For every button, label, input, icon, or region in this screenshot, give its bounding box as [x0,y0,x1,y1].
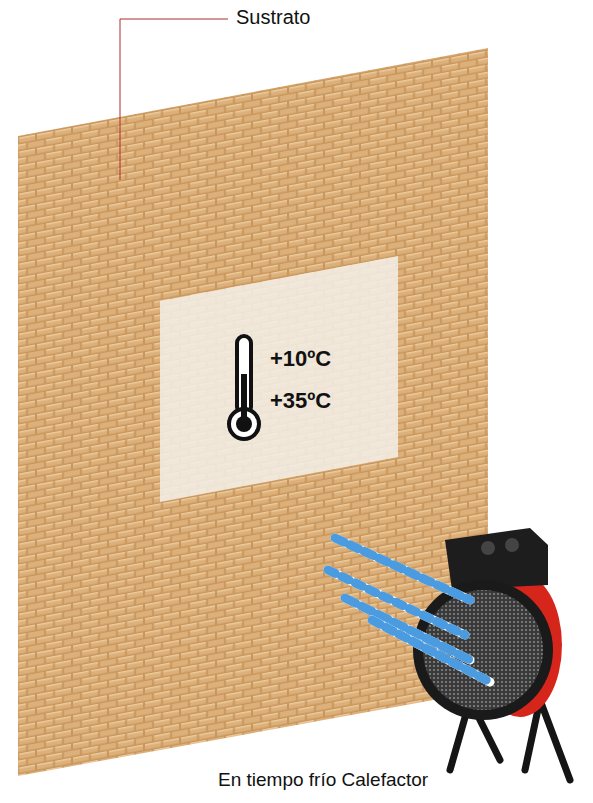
thermometer-icon [229,336,259,439]
leader-line [120,19,228,180]
caption-note: En tiempo frío Calefactor [218,769,428,791]
panel-fill [160,256,398,502]
temperature-value: +10ºC [270,346,331,372]
part-label: Sustrato [236,6,310,29]
panel-shape [160,256,398,502]
temperature-panel: +10ºC +35ºC [160,256,398,502]
temperature-value: +35ºC [270,388,331,414]
warm-air-flow [328,538,490,682]
